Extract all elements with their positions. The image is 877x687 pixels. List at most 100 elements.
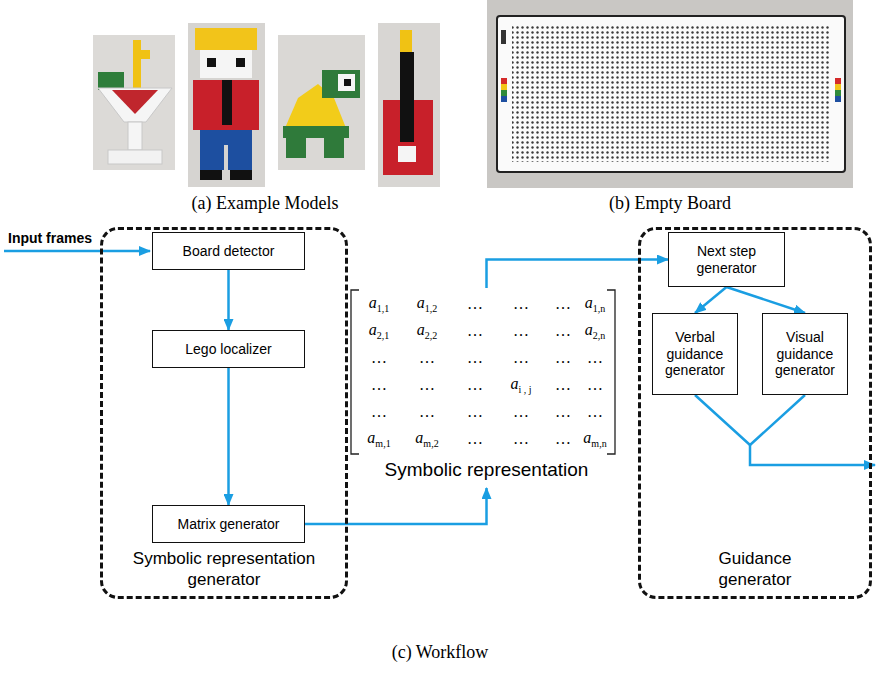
matrix-index: i , j [518,384,531,395]
heading-holder: Symbolic representation [345,459,628,482]
matrix-cell: … [555,403,571,421]
empty-board-photo [501,30,506,44]
matrix-bracket [351,290,359,454]
process-box: Lego localizer [152,330,305,368]
person-model-photo [230,170,252,180]
matrix-index: 1,2 [425,303,438,314]
guitar-model-photo [378,23,440,187]
flow-arrow [227,270,230,330]
person-model-photo [200,130,252,170]
cocktail-model-photo [133,40,141,90]
matrix-ellipsis: … [371,403,387,420]
turtle-model-photo [286,138,306,158]
caption-holder: (c) Workflow [392,642,489,663]
matrix-ellipsis: … [419,349,435,366]
matrix-ellipsis: … [513,430,529,447]
turtle-model-photo [322,70,360,98]
matrix-ellipsis: … [419,403,435,420]
matrix-ellipsis: … [513,295,529,312]
matrix-ellipsis: … [513,403,529,420]
cocktail-model-photo [98,72,124,90]
person-model-photo [222,80,232,125]
matrix-cell: … [513,349,529,367]
empty-board-photo [487,0,853,188]
matrix-entry: a [583,429,591,446]
person-model-photo [224,145,228,170]
figure-caption: (a) Example Models [192,193,339,213]
matrix-ellipsis: … [467,403,483,420]
matrix-cell: … [419,403,435,421]
matrix-cell: … [513,430,529,448]
matrix-cell: … [513,295,529,313]
matrix-cell: … [371,349,387,367]
figure-caption: (c) Workflow [392,642,489,662]
person-model-photo [193,80,259,130]
cocktail-model-photo [128,122,142,150]
matrix-cell: … [371,403,387,421]
matrix-ellipsis: … [555,430,571,447]
dashed-module: Symbolic representation generator Board d… [100,227,348,599]
module-heading: Guidance generator [690,549,820,590]
matrix-entry: a [415,429,423,446]
person-model-photo [207,58,216,67]
empty-board-photo [487,0,853,188]
turtle-model-photo [338,74,355,91]
matrix-title: Symbolic representation [385,459,589,482]
process-box: Next step generator [668,232,785,287]
flow-arrow [695,287,727,313]
matrix-index: m,n [591,438,606,449]
empty-board-photo [497,16,845,172]
process-box: Visual guidance generator [762,313,848,395]
matrix-ellipsis: … [419,376,435,393]
matrix-cell: ai , j [510,375,531,395]
dashed-module: Guidance generator Next step generatorVer… [638,227,872,599]
matrix-cell: … [467,403,483,421]
matrix-ellipsis: … [467,295,483,312]
photo-panel [0,0,877,220]
caption-holder: (b) Empty Board [609,193,731,214]
empty-board-photo [835,78,841,84]
merge-line [695,395,805,445]
empty-board-photo [501,78,507,84]
empty-board-photo [835,96,841,102]
matrix-cell: am,2 [415,429,438,449]
empty-board-photo [835,84,841,90]
matrix-ellipsis: … [467,376,483,393]
process-box: Verbal guidance generator [652,313,738,395]
figure-caption: (b) Empty Board [609,193,731,213]
matrix-ellipsis: … [587,403,603,420]
matrix-index: 2,2 [425,330,438,341]
matrix-cell: … [587,376,603,394]
matrix-cell: a2,2 [417,321,438,341]
module-heading: Symbolic representation generator [109,549,339,590]
cocktail-model-photo [98,88,172,122]
matrix-cell: … [555,295,571,313]
matrix-cell: … [513,322,529,340]
matrix-ellipsis: … [467,430,483,447]
matrix-ellipsis: … [555,349,571,366]
empty-board-photo [512,26,830,162]
cocktail-model-photo [108,150,162,164]
person-model-photo [200,170,222,180]
matrix-cell: a1,n [585,294,606,314]
cocktail-model-photo [141,50,150,59]
cocktail-model-photo [112,90,158,114]
empty-board-photo [501,96,507,102]
matrix-cell: a2,1 [369,321,390,341]
matrix: Symbolic representationa1,1a1,2………a1,na2… [345,288,628,488]
matrix-entry: a [585,321,593,338]
guitar-model-photo [378,23,440,187]
matrix-cell: … [587,403,603,421]
matrix-ellipsis: … [587,376,603,393]
process-box: Board detector [152,232,305,270]
turtle-model-photo [283,126,349,138]
cocktail-model-photo [93,35,175,170]
matrix-ellipsis: … [555,376,571,393]
matrix-ellipsis: … [555,322,571,339]
matrix-ellipsis: … [555,403,571,420]
matrix-ellipsis: … [513,322,529,339]
turtle-model-photo [324,138,344,158]
matrix-entry: a [585,294,593,311]
matrix-index: 2,n [593,330,606,341]
